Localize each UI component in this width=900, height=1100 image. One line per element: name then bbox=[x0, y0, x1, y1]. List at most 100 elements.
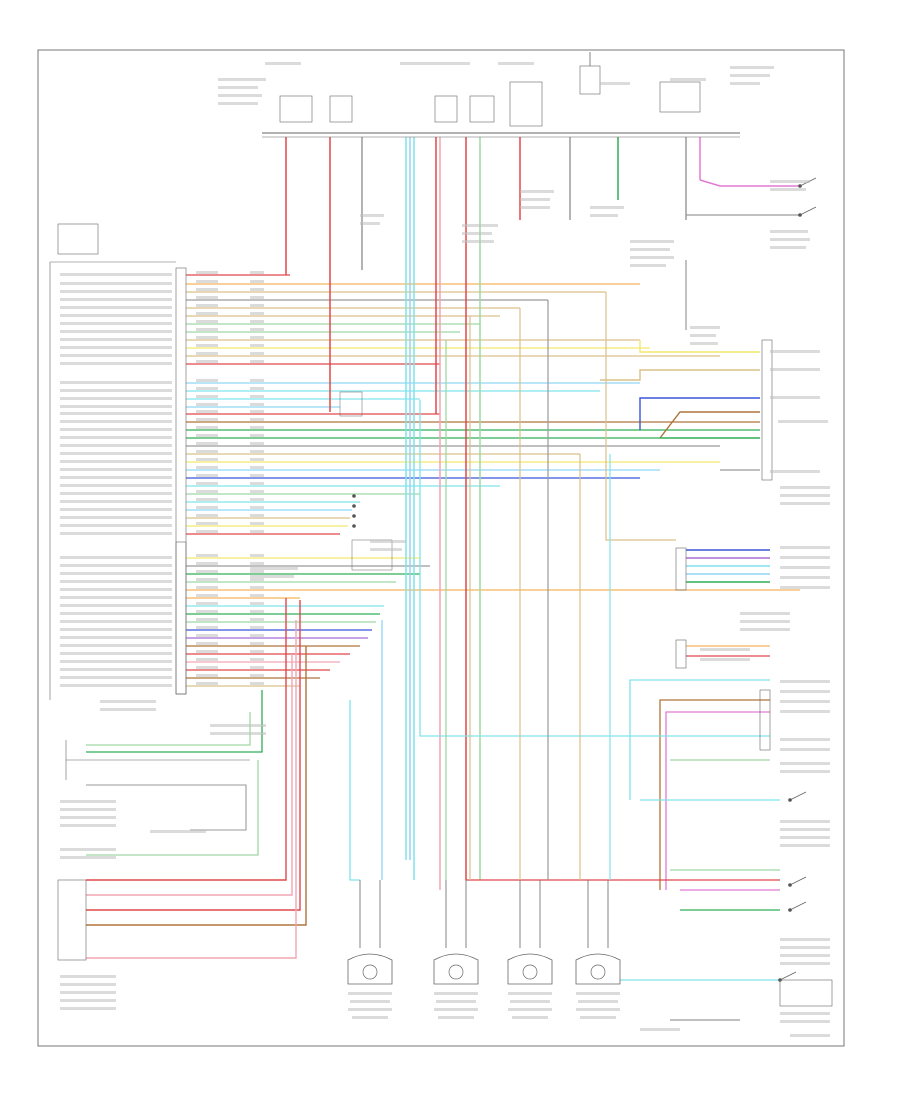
lower-left-label-3 bbox=[210, 724, 266, 727]
switch-lead-top-1 bbox=[699, 179, 800, 187]
right-wire-2 bbox=[600, 369, 760, 381]
top-label-6 bbox=[218, 94, 262, 97]
top-label-3 bbox=[498, 62, 534, 65]
pin-label-9 bbox=[60, 338, 172, 341]
top-label-20 bbox=[462, 240, 494, 243]
pin-color-code-29 bbox=[196, 506, 218, 509]
right-label-13 bbox=[780, 586, 830, 589]
top-label-14 bbox=[520, 198, 550, 201]
pin-label-45 bbox=[60, 652, 172, 655]
pin-color-code-1 bbox=[196, 271, 218, 274]
pin-label-5 bbox=[60, 306, 172, 309]
right-label-10 bbox=[780, 556, 830, 559]
pin-label-41 bbox=[60, 620, 172, 623]
top-label-22 bbox=[360, 222, 380, 225]
pin-label-12 bbox=[60, 362, 172, 365]
top-label-17 bbox=[590, 214, 618, 217]
pin-circuit-19 bbox=[250, 426, 264, 429]
pin-label-20 bbox=[60, 436, 172, 439]
pin-circuit-17 bbox=[250, 410, 264, 413]
pin-color-code-45 bbox=[196, 650, 218, 653]
top-label-32 bbox=[770, 230, 808, 233]
lower-left-label-8 bbox=[60, 824, 116, 827]
pin-label-47 bbox=[60, 668, 172, 671]
pin-circuit-13 bbox=[250, 379, 264, 382]
sensor-label-1-c bbox=[348, 1008, 392, 1011]
lower-left-wire-8 bbox=[86, 646, 307, 926]
pin-circuit-26 bbox=[250, 482, 264, 485]
pin-circuit-18 bbox=[250, 418, 264, 421]
pin-color-code-19 bbox=[196, 426, 218, 429]
right-label-31 bbox=[780, 938, 830, 941]
pin-label-23 bbox=[60, 460, 172, 463]
pin-color-code-33 bbox=[196, 554, 218, 557]
pin-color-code-22 bbox=[196, 450, 218, 453]
pin-circuit-7 bbox=[250, 320, 264, 323]
pin-color-code-8 bbox=[196, 328, 218, 331]
wheel-speed-sensor-1 bbox=[347, 953, 393, 985]
pin-circuit-11 bbox=[250, 352, 264, 355]
lower-left-label-15 bbox=[60, 999, 116, 1002]
sensor-label-4-c bbox=[576, 1008, 620, 1011]
switch-contact-3 bbox=[789, 791, 807, 801]
pin-circuit-10 bbox=[250, 344, 264, 347]
pin-color-code-4 bbox=[196, 296, 218, 299]
lower-left-wire-5 bbox=[86, 598, 287, 881]
right-label-34 bbox=[780, 962, 830, 965]
pin-color-code-24 bbox=[196, 466, 218, 469]
mid-block-label-4 bbox=[250, 575, 294, 578]
pin-circuit-20 bbox=[250, 434, 264, 437]
right-label-3 bbox=[770, 396, 820, 399]
top-fuse-box-2 bbox=[329, 95, 353, 123]
lower-left-label-7 bbox=[60, 816, 116, 819]
pin-color-code-13 bbox=[196, 379, 218, 382]
pin-label-38 bbox=[60, 596, 172, 599]
sensor-label-2-c bbox=[434, 1008, 478, 1011]
lower-left-wire-6 bbox=[86, 654, 293, 896]
pin-circuit-45 bbox=[250, 650, 264, 653]
lower-left-wire-4 bbox=[86, 760, 259, 856]
pin-label-18 bbox=[60, 420, 172, 423]
pin-circuit-49 bbox=[250, 682, 264, 685]
pin-color-code-46 bbox=[196, 658, 218, 661]
top-label-27 bbox=[690, 326, 720, 329]
top-label-33 bbox=[770, 238, 810, 241]
pin-color-code-42 bbox=[196, 626, 218, 629]
bottom-right-component bbox=[779, 979, 833, 1007]
top-label-9 bbox=[670, 78, 706, 81]
pin-circuit-24 bbox=[250, 466, 264, 469]
lower-left-label-14 bbox=[60, 991, 116, 994]
right-label-7 bbox=[780, 494, 830, 497]
top-label-34 bbox=[770, 246, 806, 249]
wheel-sensor-coil-1 bbox=[362, 964, 378, 980]
right-label-18 bbox=[700, 658, 750, 661]
top-label-16 bbox=[590, 206, 624, 209]
top-label-31 bbox=[770, 188, 806, 191]
lower-left-wire-1 bbox=[86, 712, 251, 746]
sensor-label-1-a bbox=[348, 992, 392, 995]
pin-label-1 bbox=[60, 273, 172, 276]
top-label-26 bbox=[630, 264, 666, 267]
pin-circuit-3 bbox=[250, 288, 264, 291]
right-label-16 bbox=[740, 628, 790, 631]
pin-color-code-37 bbox=[196, 586, 218, 589]
top-label-1 bbox=[265, 62, 301, 65]
sensor-label-4-a bbox=[576, 992, 620, 995]
right-label-23 bbox=[780, 738, 830, 741]
pin-color-code-48 bbox=[196, 674, 218, 677]
module-connector-left bbox=[175, 267, 187, 695]
pin-circuit-48 bbox=[250, 674, 264, 677]
pin-circuit-39 bbox=[250, 602, 264, 605]
right-label-5 bbox=[770, 470, 820, 473]
switch-pivot-2 bbox=[798, 213, 802, 217]
pin-color-code-40 bbox=[196, 610, 218, 613]
right-connector-lower bbox=[759, 689, 771, 751]
lower-left-label-2 bbox=[100, 708, 156, 711]
pin-color-code-31 bbox=[196, 522, 218, 525]
right-label-17 bbox=[700, 648, 750, 651]
pin-circuit-37 bbox=[250, 586, 264, 589]
bottom-right-label-1 bbox=[640, 1028, 680, 1031]
pin-color-code-9 bbox=[196, 336, 218, 339]
sensor-label-3-d bbox=[512, 1016, 548, 1019]
